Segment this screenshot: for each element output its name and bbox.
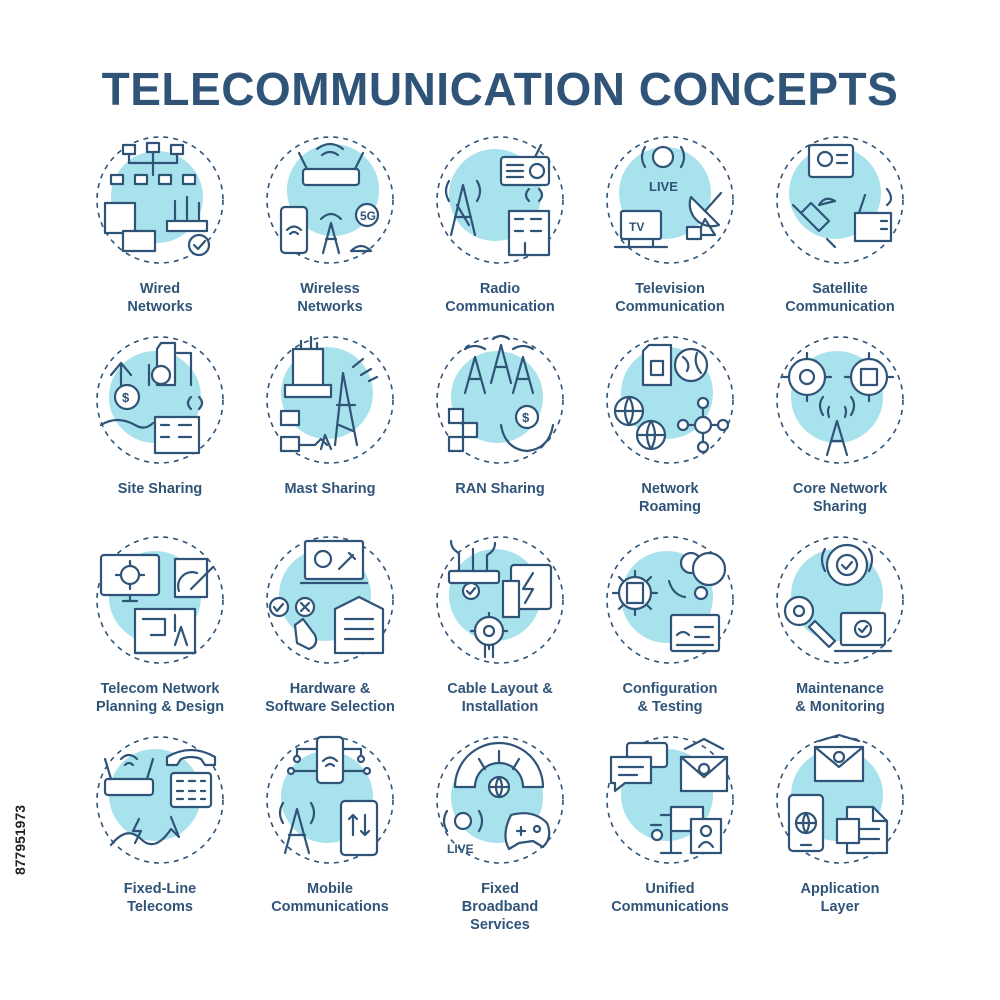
concept-hardware-software-selection: Hardware & Software Selection bbox=[245, 535, 415, 735]
concept-label: Application Layer bbox=[800, 881, 880, 915]
stock-code: 877951973 bbox=[3, 765, 37, 915]
mast-icon bbox=[265, 335, 395, 465]
maintenance-icon bbox=[775, 535, 905, 665]
tv-broadcast-icon: LIVE TV bbox=[605, 135, 735, 265]
concept-label: Television Communication bbox=[615, 281, 725, 315]
concept-mast-sharing: Mast Sharing bbox=[245, 335, 415, 535]
concept-label: Configuration & Testing bbox=[622, 681, 718, 715]
chat-email-icon bbox=[605, 735, 735, 865]
concept-network-roaming: Network Roaming bbox=[585, 335, 755, 535]
svg-text:$: $ bbox=[122, 390, 130, 405]
concept-configuration-testing: Configuration & Testing bbox=[585, 535, 755, 735]
concept-mobile-communications: Mobile Communications bbox=[245, 735, 415, 935]
wired-network-icon bbox=[95, 135, 225, 265]
concept-label: Hardware & Software Selection bbox=[265, 681, 395, 715]
globe-sim-icon bbox=[605, 335, 735, 465]
concept-label: Site Sharing bbox=[117, 481, 203, 497]
concept-fixed-line-telecoms: Fixed-Line Telecoms bbox=[75, 735, 245, 935]
concept-label: Mobile Communications bbox=[271, 881, 389, 915]
concept-site-sharing: $ Site Sharing bbox=[75, 335, 245, 535]
blueprint-icon bbox=[95, 535, 225, 665]
concept-telecom-network-planning: Telecom Network Planning & Design bbox=[75, 535, 245, 735]
concept-label: Satellite Communication bbox=[785, 281, 895, 315]
concept-maintenance-monitoring: Maintenance & Monitoring bbox=[755, 535, 925, 735]
concept-unified-communications: Unified Communications bbox=[585, 735, 755, 935]
concept-wireless-networks: 5G Wireless Networks bbox=[245, 135, 415, 335]
wireless-router-icon: 5G bbox=[265, 135, 395, 265]
svg-text:TV: TV bbox=[629, 220, 644, 234]
concept-label: Wireless Networks bbox=[297, 281, 363, 315]
concepts-grid: Wired Networks 5G Wireless Networks bbox=[75, 135, 925, 935]
concept-label: Radio Communication bbox=[445, 281, 555, 315]
concept-television-communication: LIVE TV Television Communication bbox=[585, 135, 755, 335]
svg-text:$: $ bbox=[522, 410, 530, 425]
concept-label: Cable Layout & Installation bbox=[447, 681, 553, 715]
concept-application-layer: Application Layer bbox=[755, 733, 925, 935]
ran-sharing-icon: $ bbox=[435, 334, 565, 465]
configuration-icon bbox=[605, 535, 735, 665]
concept-label: Wired Networks bbox=[127, 281, 193, 315]
radio-tower-icon bbox=[435, 135, 565, 265]
concept-label: Fixed-Line Telecoms bbox=[123, 881, 197, 915]
concept-label: Telecom Network Planning & Design bbox=[95, 681, 225, 715]
core-network-icon bbox=[775, 335, 905, 465]
application-icon bbox=[775, 733, 905, 865]
concept-core-network-sharing: Core Network Sharing bbox=[755, 335, 925, 535]
concept-label: Unified Communications bbox=[611, 881, 729, 915]
svg-text:LIVE: LIVE bbox=[649, 179, 678, 194]
concept-ran-sharing: $ RAN Sharing bbox=[415, 334, 585, 535]
concept-cable-layout-installation: Cable Layout & Installation bbox=[415, 535, 585, 735]
mobile-phone-icon bbox=[265, 735, 395, 865]
concept-label: Fixed Broadband Services bbox=[461, 881, 539, 933]
svg-text:LIVE: LIVE bbox=[447, 842, 474, 856]
hardware-software-icon bbox=[265, 535, 395, 665]
page-title: TELECOMMUNICATION CONCEPTS bbox=[101, 63, 899, 115]
site-sharing-icon: $ bbox=[95, 335, 225, 465]
concept-satellite-communication: Satellite Communication bbox=[755, 135, 925, 335]
concept-label: Maintenance & Monitoring bbox=[795, 681, 885, 715]
broadband-speed-icon: LIVE bbox=[435, 735, 565, 865]
concept-radio-communication: Radio Communication bbox=[415, 135, 585, 335]
concept-label: RAN Sharing bbox=[455, 481, 545, 497]
concept-wired-networks: Wired Networks bbox=[75, 135, 245, 335]
concept-fixed-broadband-services: LIVE Fixed Broadband Services bbox=[415, 735, 585, 935]
concept-label: Core Network Sharing bbox=[792, 481, 888, 515]
concept-label: Network Roaming bbox=[638, 481, 702, 515]
svg-text:5G: 5G bbox=[360, 209, 376, 223]
concept-label: Mast Sharing bbox=[284, 481, 376, 497]
satellite-icon bbox=[775, 135, 905, 265]
landline-phone-icon bbox=[95, 735, 225, 865]
cable-plug-icon bbox=[435, 535, 565, 665]
stock-code-text: 877951973 bbox=[12, 804, 28, 876]
